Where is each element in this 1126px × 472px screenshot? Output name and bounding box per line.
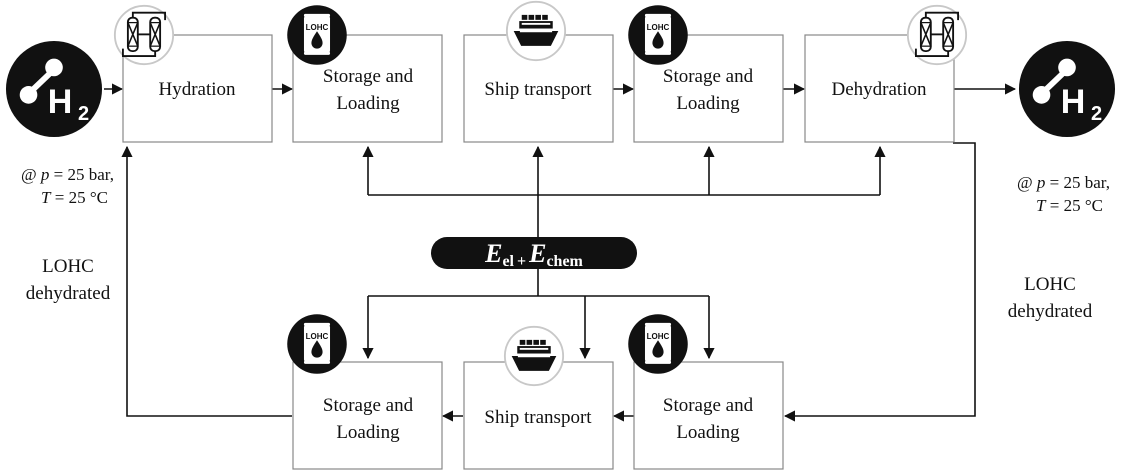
ship-icon <box>503 325 565 387</box>
barrel-label: LOHC <box>306 332 329 341</box>
left-side-label: LOHC dehydrated <box>26 256 111 304</box>
svg-text:Eel+Echem: Eel+Echem <box>484 239 583 270</box>
outlet-conditions: @ p = 25 bar, T = 25 °C <box>1017 173 1110 215</box>
reactor-icon <box>906 4 968 66</box>
return-from-dehydration <box>783 142 976 422</box>
barrel-label: LOHC <box>306 23 329 32</box>
h2-symbol-letter: H <box>48 83 73 121</box>
hydrogen-icon: H 2 <box>1019 41 1115 137</box>
barrel-icon: LOHC <box>287 5 347 65</box>
barrel-label: LOHC <box>647 23 670 32</box>
dehydration-label: Dehydration <box>832 79 927 100</box>
left-side-label-line1: LOHC <box>42 256 94 277</box>
hydration-label: Hydration <box>158 79 236 100</box>
inlet-conditions: @ p = 25 bar, T = 25 °C <box>21 165 114 207</box>
right-side-label: LOHC dehydrated <box>1008 274 1093 322</box>
hydrogen-icon: H 2 <box>6 41 102 137</box>
reactor-icon <box>113 4 175 66</box>
svg-text:@ p = 25 bar,: @ p = 25 bar, <box>1017 173 1110 192</box>
svg-text:T = 25 °C: T = 25 °C <box>1036 196 1103 215</box>
storage-bl-label-line2: Loading <box>336 422 400 443</box>
storage-br-label-line1: Storage and <box>663 395 754 416</box>
storage-bl-label-line1: Storage and <box>323 395 414 416</box>
h2-symbol-letter: H <box>1061 83 1086 121</box>
storage-loading-box-bottom-right: Storage and Loading <box>633 361 784 470</box>
right-side-label-line1: LOHC <box>1024 274 1076 295</box>
left-side-label-line2: dehydrated <box>26 283 111 304</box>
barrel-icon: LOHC <box>287 314 347 374</box>
return-to-hydration <box>121 145 292 417</box>
right-side-label-line2: dehydrated <box>1008 301 1093 322</box>
ship-icon <box>505 0 567 62</box>
storage2-label-line2: Loading <box>676 93 740 114</box>
h2-symbol-subscript: 2 <box>1091 103 1102 125</box>
barrel-icon: LOHC <box>628 5 688 65</box>
barrel-label: LOHC <box>647 332 670 341</box>
svg-text:T = 25 °C: T = 25 °C <box>41 188 108 207</box>
h2-symbol-subscript: 2 <box>78 103 89 125</box>
svg-text:@ p = 25 bar,: @ p = 25 bar, <box>21 165 114 184</box>
ship-top-label: Ship transport <box>484 79 592 100</box>
barrel-icon: LOHC <box>628 314 688 374</box>
storage2-label-line1: Storage and <box>663 66 754 87</box>
storage-br-label-line2: Loading <box>676 422 740 443</box>
storage-loading-box-bottom-left: Storage and Loading <box>292 361 443 470</box>
storage1-label-line1: Storage and <box>323 66 414 87</box>
energy-input-pill: Eel+Echem <box>431 237 637 270</box>
ship-bottom-label: Ship transport <box>484 407 592 428</box>
storage1-label-line2: Loading <box>336 93 400 114</box>
